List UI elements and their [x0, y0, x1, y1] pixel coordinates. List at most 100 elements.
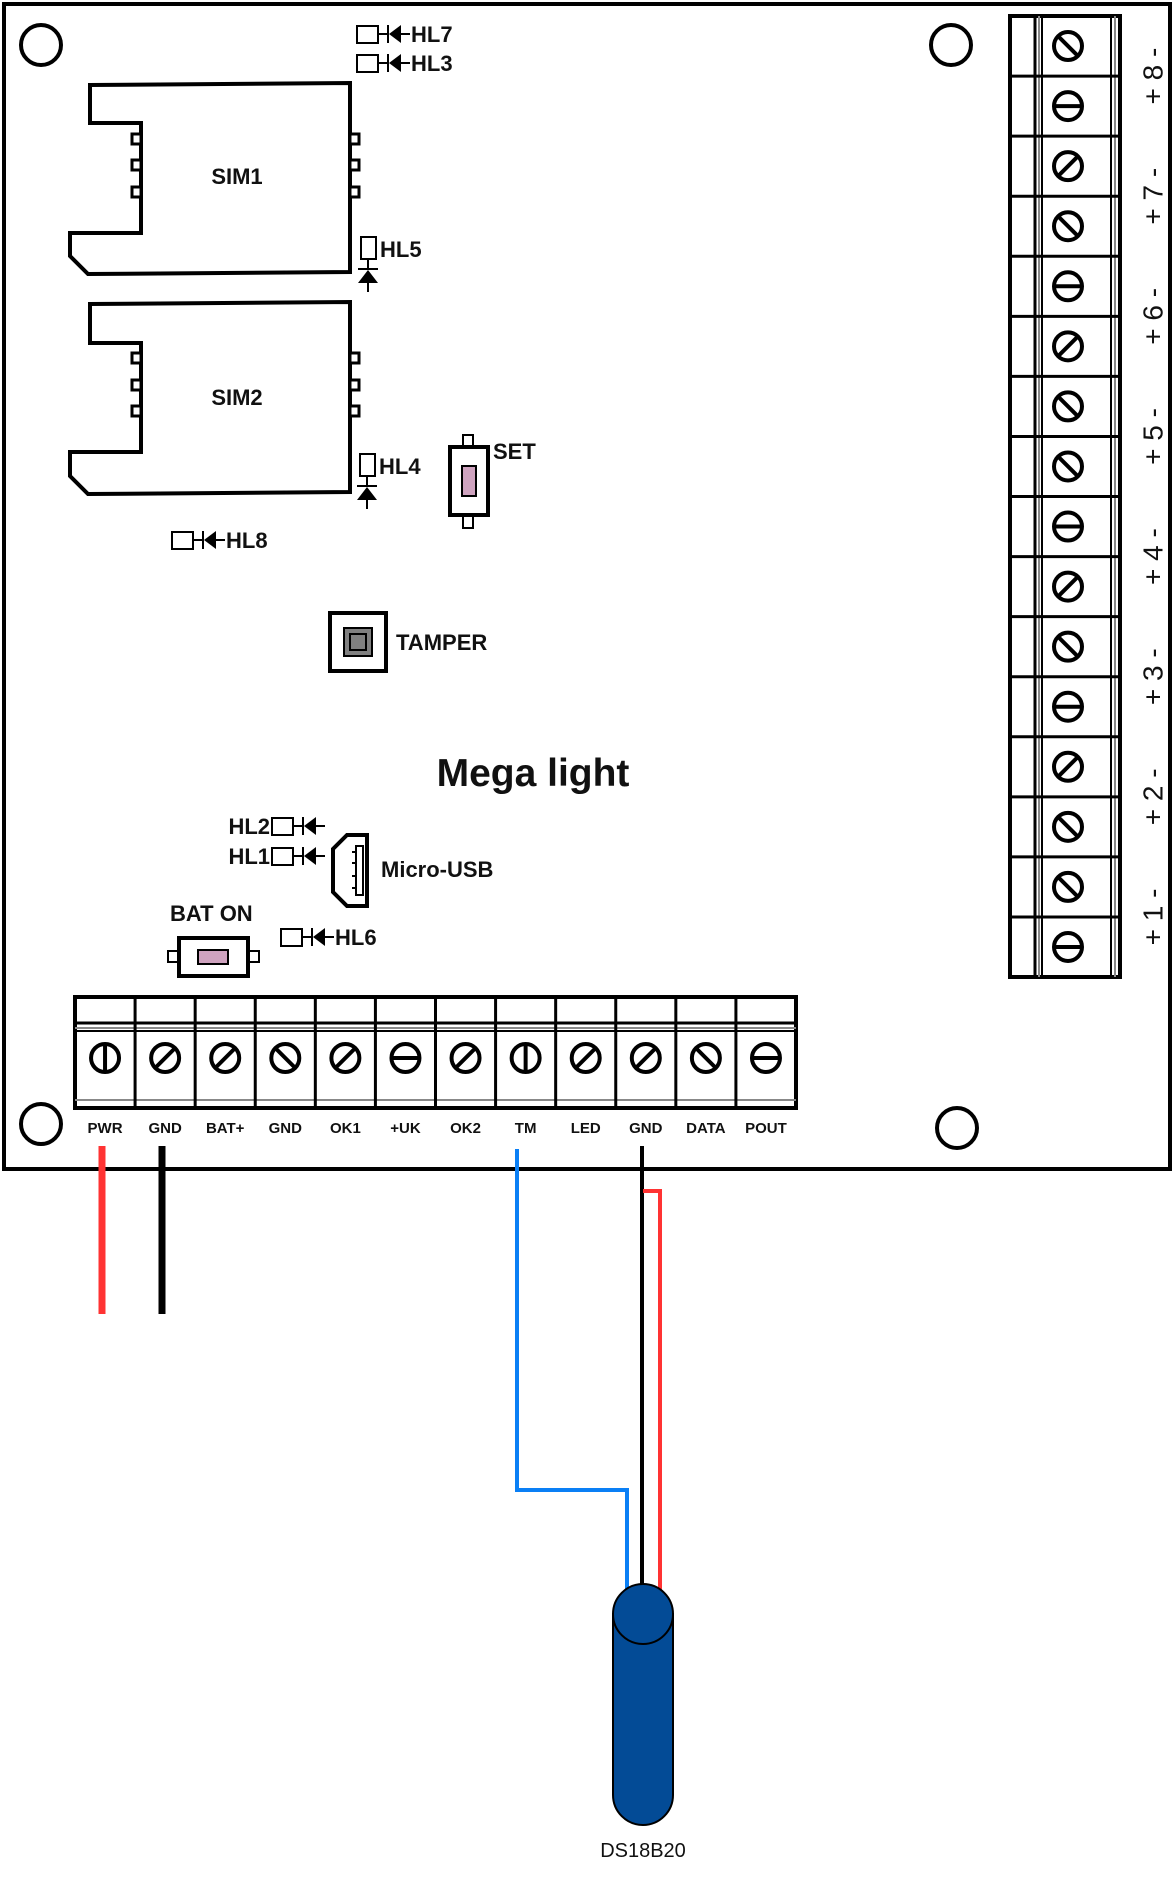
side-terminal[interactable]: [1052, 510, 1084, 543]
set-button-actuator[interactable]: [461, 465, 477, 497]
bottom-terminal[interactable]: [89, 1042, 122, 1074]
hl5-label: HL5: [380, 237, 422, 262]
bottom-terminal[interactable]: [209, 1042, 242, 1074]
side-terminal[interactable]: [1052, 90, 1084, 123]
bottom-terminal[interactable]: [689, 1042, 722, 1074]
screw-slash-icon[interactable]: [329, 1042, 362, 1074]
board-title: Mega light: [437, 752, 630, 795]
led-hl5: HL5: [358, 236, 422, 292]
screw-slash-icon[interactable]: [449, 1042, 482, 1074]
hl2-label: HL2: [228, 814, 270, 839]
zone-label: + 6 -: [1137, 288, 1168, 345]
zone-label: + 7 -: [1137, 168, 1168, 225]
bottom-terminal[interactable]: [389, 1042, 422, 1074]
screw-slash-icon[interactable]: [569, 1042, 602, 1074]
zone-label: + 1 -: [1137, 889, 1168, 946]
screw-slash-icon[interactable]: [209, 1042, 242, 1074]
screw-backslash-icon[interactable]: [1052, 870, 1084, 903]
hl8-label: HL8: [226, 528, 268, 553]
screw-backslash-icon[interactable]: [689, 1042, 722, 1074]
sim1-slot: SIM1: [68, 80, 361, 277]
screw-horizontal-icon[interactable]: [1052, 90, 1084, 123]
side-terminal[interactable]: [1052, 930, 1084, 963]
bottom-terminal[interactable]: [269, 1042, 302, 1074]
bottom-terminal[interactable]: [509, 1042, 542, 1074]
terminal-label: GND: [269, 1120, 303, 1137]
side-terminal[interactable]: [1052, 570, 1084, 603]
tamper-switch[interactable]: TAMPER: [328, 611, 487, 673]
screw-backslash-icon[interactable]: [1052, 630, 1084, 663]
screw-horizontal-icon[interactable]: [1052, 690, 1084, 723]
side-terminal[interactable]: [1052, 390, 1084, 423]
bat-on-actuator[interactable]: [197, 949, 229, 965]
zone-label: + 3 -: [1137, 648, 1168, 705]
micro-usb-port[interactable]: Micro-USB: [331, 833, 493, 908]
sensor-label: DS18B20: [600, 1840, 686, 1862]
led-diode-icon: [357, 487, 377, 500]
led-hl8: HL8: [171, 528, 268, 553]
side-terminal[interactable]: [1052, 810, 1084, 843]
screw-slash-icon[interactable]: [629, 1042, 662, 1074]
screw-vertical-icon[interactable]: [509, 1042, 542, 1074]
sim2-label: SIM2: [211, 385, 262, 410]
bottom-terminal[interactable]: [149, 1042, 182, 1074]
side-terminal[interactable]: [1052, 690, 1084, 723]
side-terminal-block: + 8 -+ 7 -+ 6 -+ 5 -+ 4 -+ 3 -+ 2 -+ 1 -: [1008, 14, 1168, 979]
screw-backslash-icon[interactable]: [1052, 450, 1084, 483]
side-terminal[interactable]: [1052, 210, 1084, 243]
led-diode-icon: [204, 531, 216, 549]
screw-backslash-icon[interactable]: [1052, 390, 1084, 423]
led-diode-icon: [304, 847, 316, 865]
led-hl6: HL6: [280, 925, 377, 950]
terminal-label: LED: [571, 1120, 601, 1137]
mounting-hole-bottom-right: [935, 1106, 979, 1150]
side-terminal[interactable]: [1052, 630, 1084, 663]
screw-horizontal-icon[interactable]: [749, 1042, 782, 1074]
screw-horizontal-icon[interactable]: [389, 1042, 422, 1074]
side-terminal[interactable]: [1052, 270, 1084, 303]
led-diode-icon: [389, 25, 401, 43]
bat-on-button[interactable]: BAT ON: [167, 901, 260, 978]
screw-backslash-icon[interactable]: [1052, 810, 1084, 843]
set-label: SET: [493, 439, 536, 464]
terminal-label: GND: [629, 1120, 663, 1137]
screw-slash-icon[interactable]: [1052, 150, 1084, 183]
screw-backslash-icon[interactable]: [269, 1042, 302, 1074]
hl1-label: HL1: [228, 844, 270, 869]
tamper-label: TAMPER: [396, 630, 487, 655]
zone-label: + 4 -: [1137, 528, 1168, 585]
side-terminal[interactable]: [1052, 450, 1084, 483]
hl3-label: HL3: [411, 51, 453, 76]
screw-slash-icon[interactable]: [1052, 750, 1084, 783]
bottom-terminal[interactable]: [449, 1042, 482, 1074]
bottom-terminal[interactable]: [569, 1042, 602, 1074]
screw-slash-icon[interactable]: [1052, 570, 1084, 603]
sim2-slot: SIM2: [68, 299, 361, 497]
side-terminal[interactable]: [1052, 750, 1084, 783]
side-terminal[interactable]: [1052, 30, 1084, 63]
micro-usb-label: Micro-USB: [381, 857, 493, 882]
terminal-label: OK1: [330, 1120, 361, 1137]
side-terminal[interactable]: [1052, 330, 1084, 363]
hl7-label: HL7: [411, 22, 453, 47]
mounting-hole-bottom-left: [19, 1102, 63, 1146]
screw-slash-icon[interactable]: [149, 1042, 182, 1074]
screw-horizontal-icon[interactable]: [1052, 510, 1084, 543]
screw-slash-icon[interactable]: [1052, 330, 1084, 363]
terminal-label: DATA: [686, 1120, 726, 1137]
set-button[interactable]: SET: [448, 434, 536, 529]
screw-horizontal-icon[interactable]: [1052, 930, 1084, 963]
side-terminal[interactable]: [1052, 870, 1084, 903]
screw-horizontal-icon[interactable]: [1052, 270, 1084, 303]
screw-backslash-icon[interactable]: [1052, 210, 1084, 243]
bottom-terminal[interactable]: [749, 1042, 782, 1074]
bottom-terminal[interactable]: [329, 1042, 362, 1074]
ds18b20-sensor: DS18B20: [600, 1583, 686, 1862]
screw-backslash-icon[interactable]: [1052, 30, 1084, 63]
mounting-hole-top-left: [19, 23, 63, 67]
side-terminal[interactable]: [1052, 150, 1084, 183]
zone-label: + 5 -: [1137, 408, 1168, 465]
mounting-hole-top-right: [929, 23, 973, 67]
screw-vertical-icon[interactable]: [89, 1042, 122, 1074]
bottom-terminal[interactable]: [629, 1042, 662, 1074]
